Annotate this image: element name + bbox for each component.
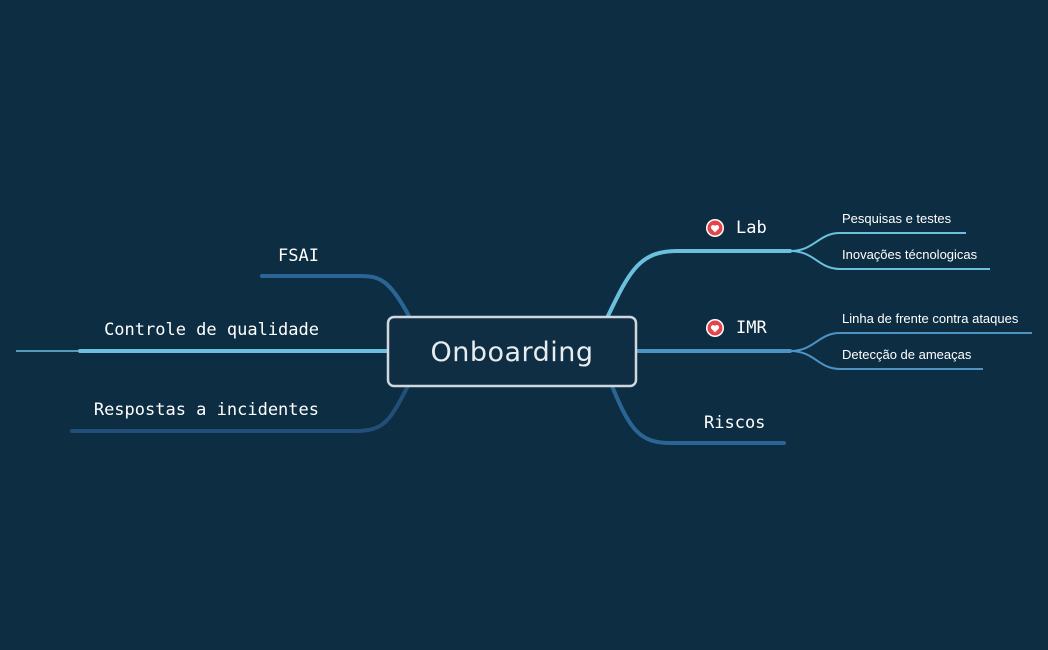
subtopic-inovacoes[interactable]: Inovações técnologicas xyxy=(842,247,978,262)
connector-central-fsai xyxy=(260,274,412,320)
branch-controle-de-qualidade[interactable]: Controle de qualidade xyxy=(104,320,319,340)
branch-lab-label: Lab xyxy=(736,218,767,238)
branch-respostas-a-incidentes[interactable]: Respostas a incidentes xyxy=(94,400,319,420)
connector-lab-inovacoes xyxy=(789,250,990,270)
subtopic-pesquisas[interactable]: Pesquisas e testes xyxy=(842,211,952,226)
branch-lab[interactable]: Lab xyxy=(706,218,767,238)
connectors xyxy=(16,232,1032,445)
central-topic-box xyxy=(386,315,638,388)
branch-fsai[interactable]: FSAI xyxy=(278,246,319,266)
connector-central-lab xyxy=(605,248,792,320)
branch-imr-label: IMR xyxy=(736,318,767,338)
subtopic-linha-de-frente[interactable]: Linha de frente contra ataques xyxy=(842,311,1019,326)
connector-central-riscos xyxy=(610,384,786,445)
central-topic[interactable]: Onboarding xyxy=(386,315,638,388)
connector-imr-deteccao xyxy=(789,350,983,370)
connector-central-respostas xyxy=(70,384,410,433)
heart-icon xyxy=(706,319,724,337)
central-topic-label: Onboarding xyxy=(430,337,593,368)
connector-lab-pesquisas xyxy=(789,232,966,252)
branch-riscos[interactable]: Riscos xyxy=(704,413,765,433)
branch-imr[interactable]: IMR xyxy=(706,318,767,338)
connector-imr-linha xyxy=(789,332,1032,352)
subtopic-deteccao[interactable]: Detecção de ameaças xyxy=(842,347,972,362)
heart-icon xyxy=(706,219,724,237)
